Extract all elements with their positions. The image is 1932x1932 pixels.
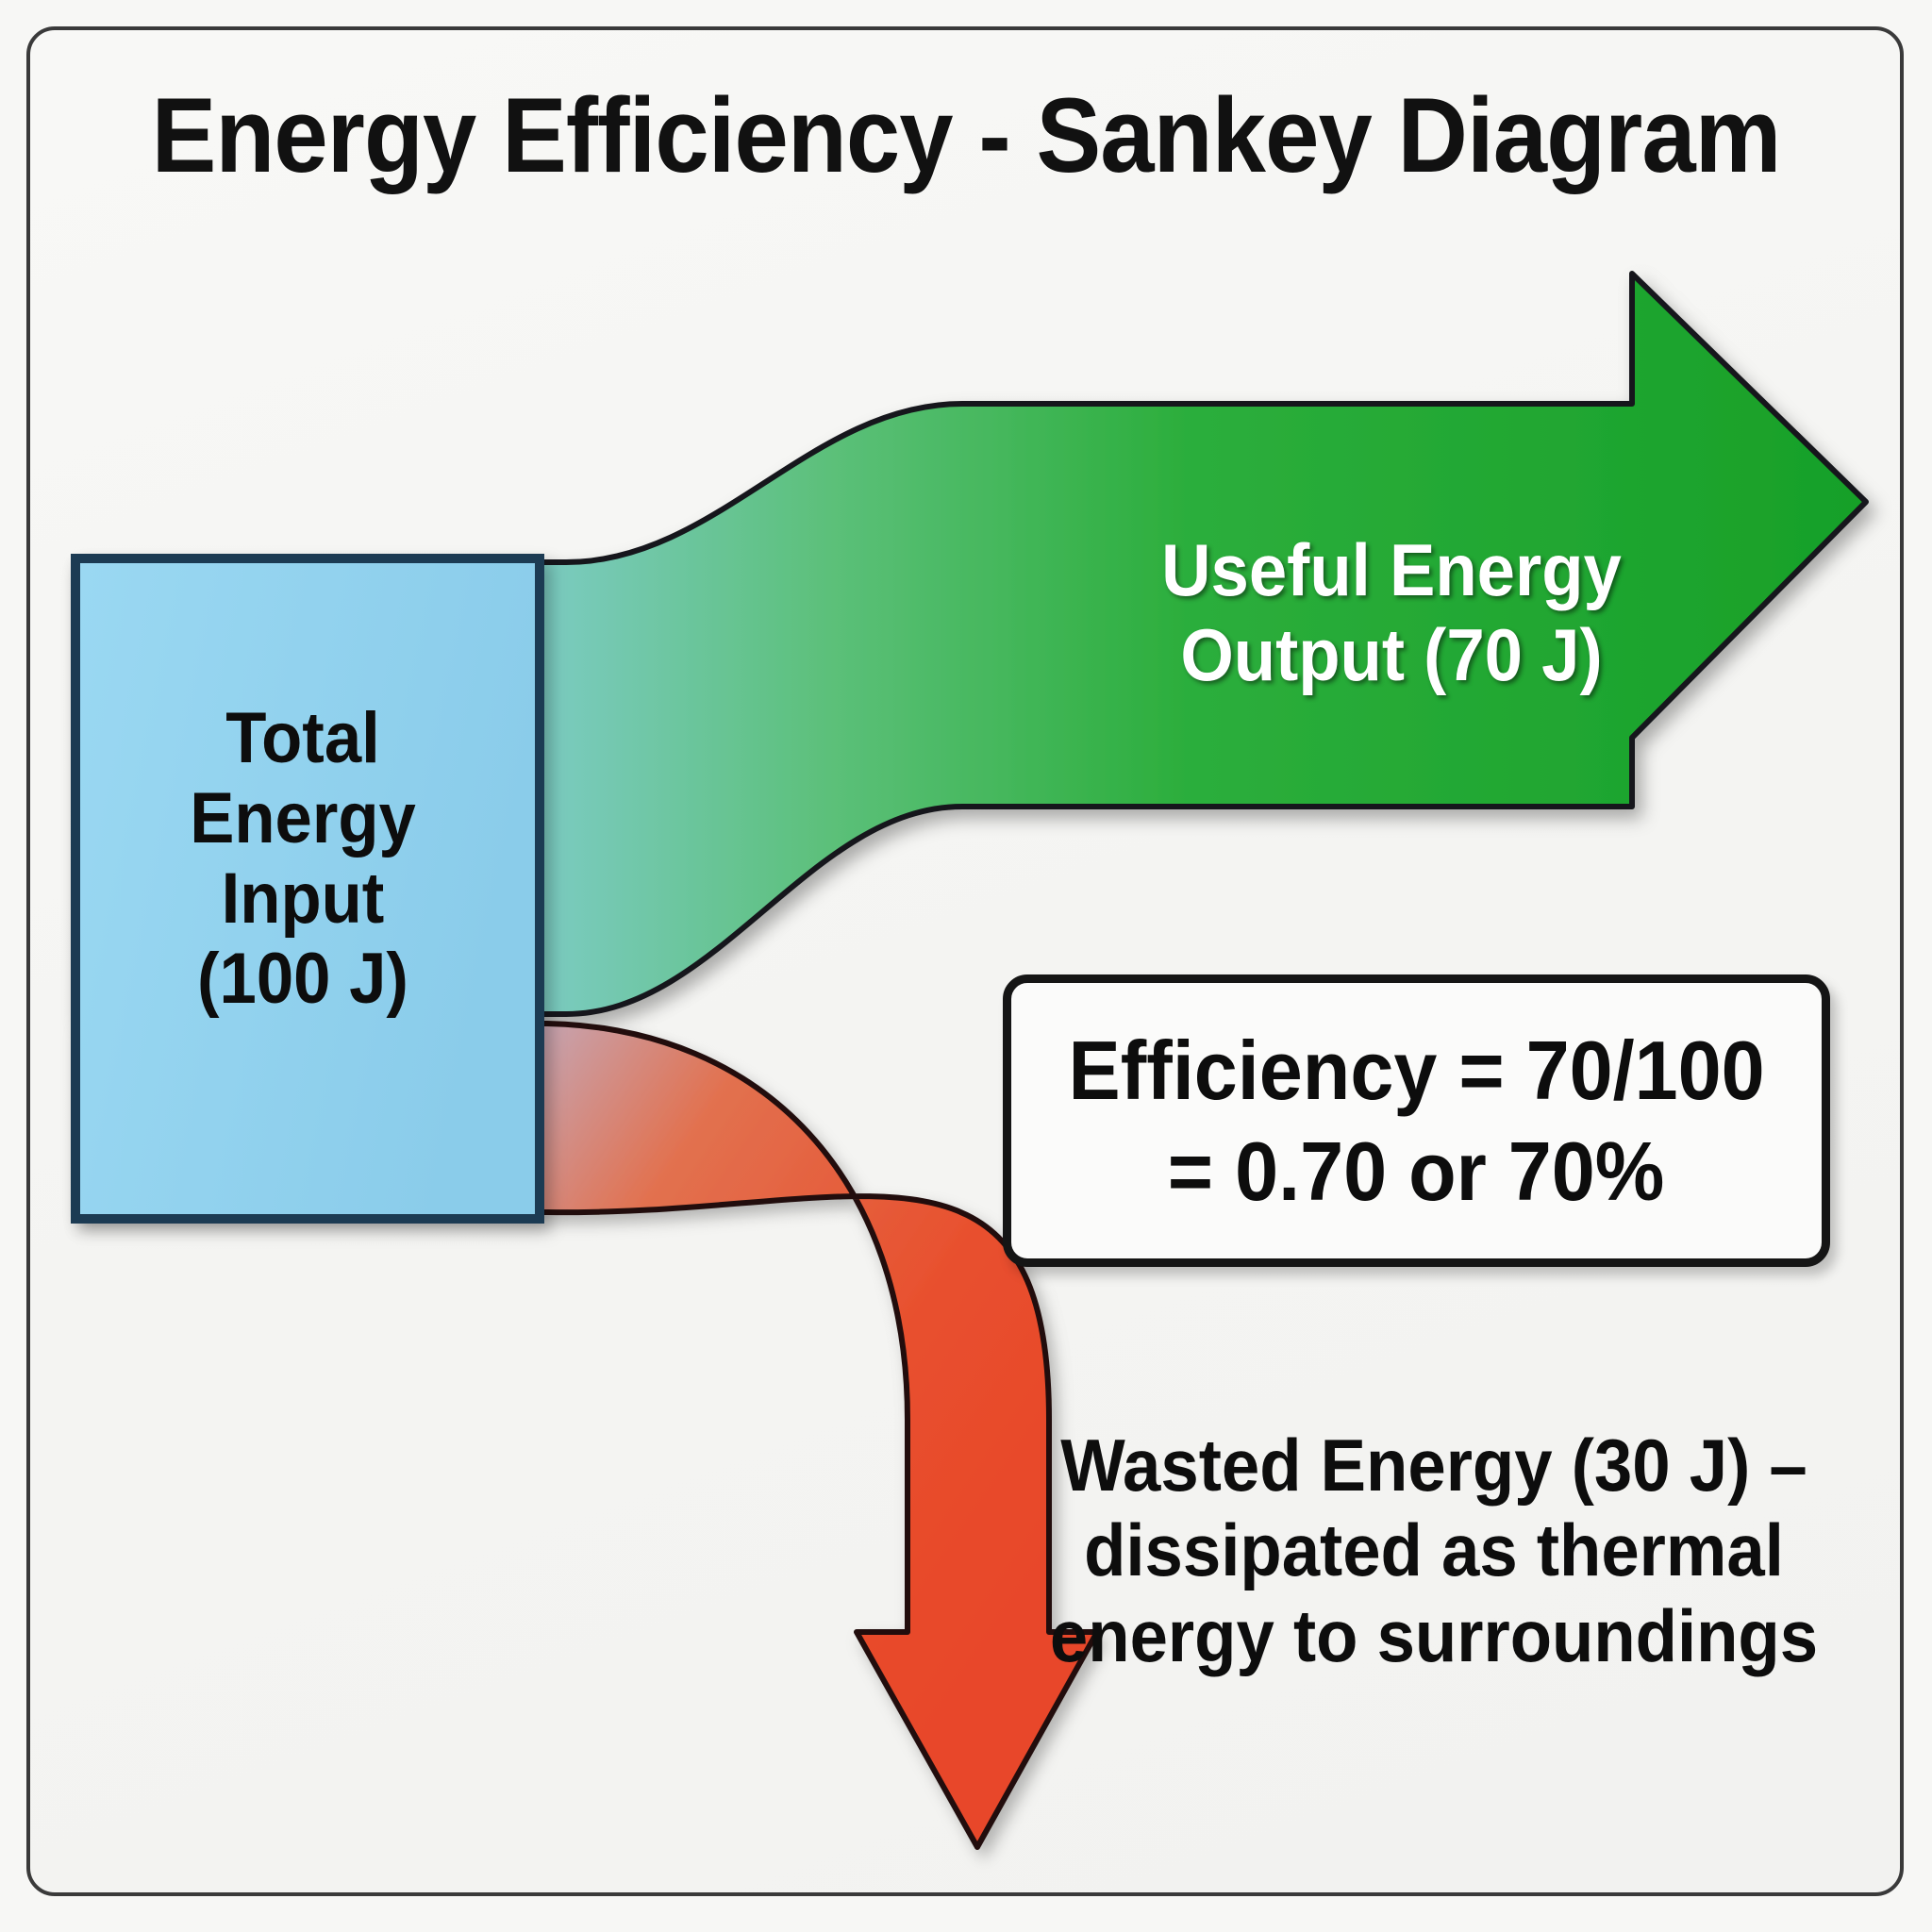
efficiency-line-1: Efficiency = 70/100 (1068, 1023, 1765, 1117)
page-title: Energy Efficiency - Sankey Diagram (151, 76, 1782, 194)
wasted-energy-label: Wasted Energy (30 J) – dissipated as the… (1049, 1424, 1819, 1677)
efficiency-line-2: = 0.70 or 70% (1168, 1124, 1665, 1218)
total-energy-input-node (71, 554, 544, 1224)
input-node-label: Total Energy Input (100 J) (190, 698, 416, 1020)
useful-energy-label: Useful Energy Output (70 J) (1161, 528, 1622, 696)
efficiency-callout: Efficiency = 70/100 = 0.70 or 70% (1003, 974, 1830, 1267)
